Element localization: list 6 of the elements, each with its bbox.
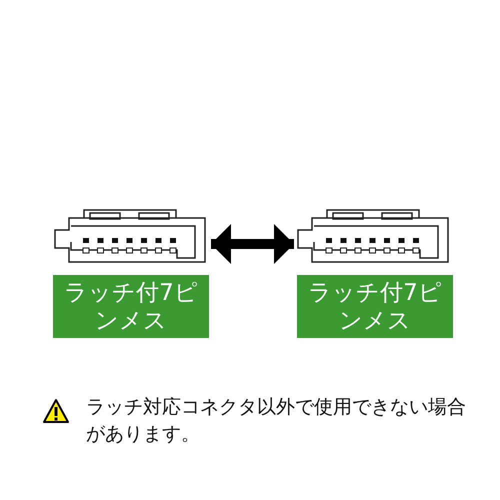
- connector-drawing: [296, 208, 452, 264]
- connector-label: ラッチ付7ピンメス: [297, 275, 453, 338]
- double-arrow: [211, 224, 294, 264]
- warning-note: ラッチ対応コネクタ以外で使用できない場合があります。: [86, 395, 467, 447]
- connector-drawing: [53, 208, 209, 264]
- connector-label: ラッチ付7ピンメス: [53, 275, 209, 338]
